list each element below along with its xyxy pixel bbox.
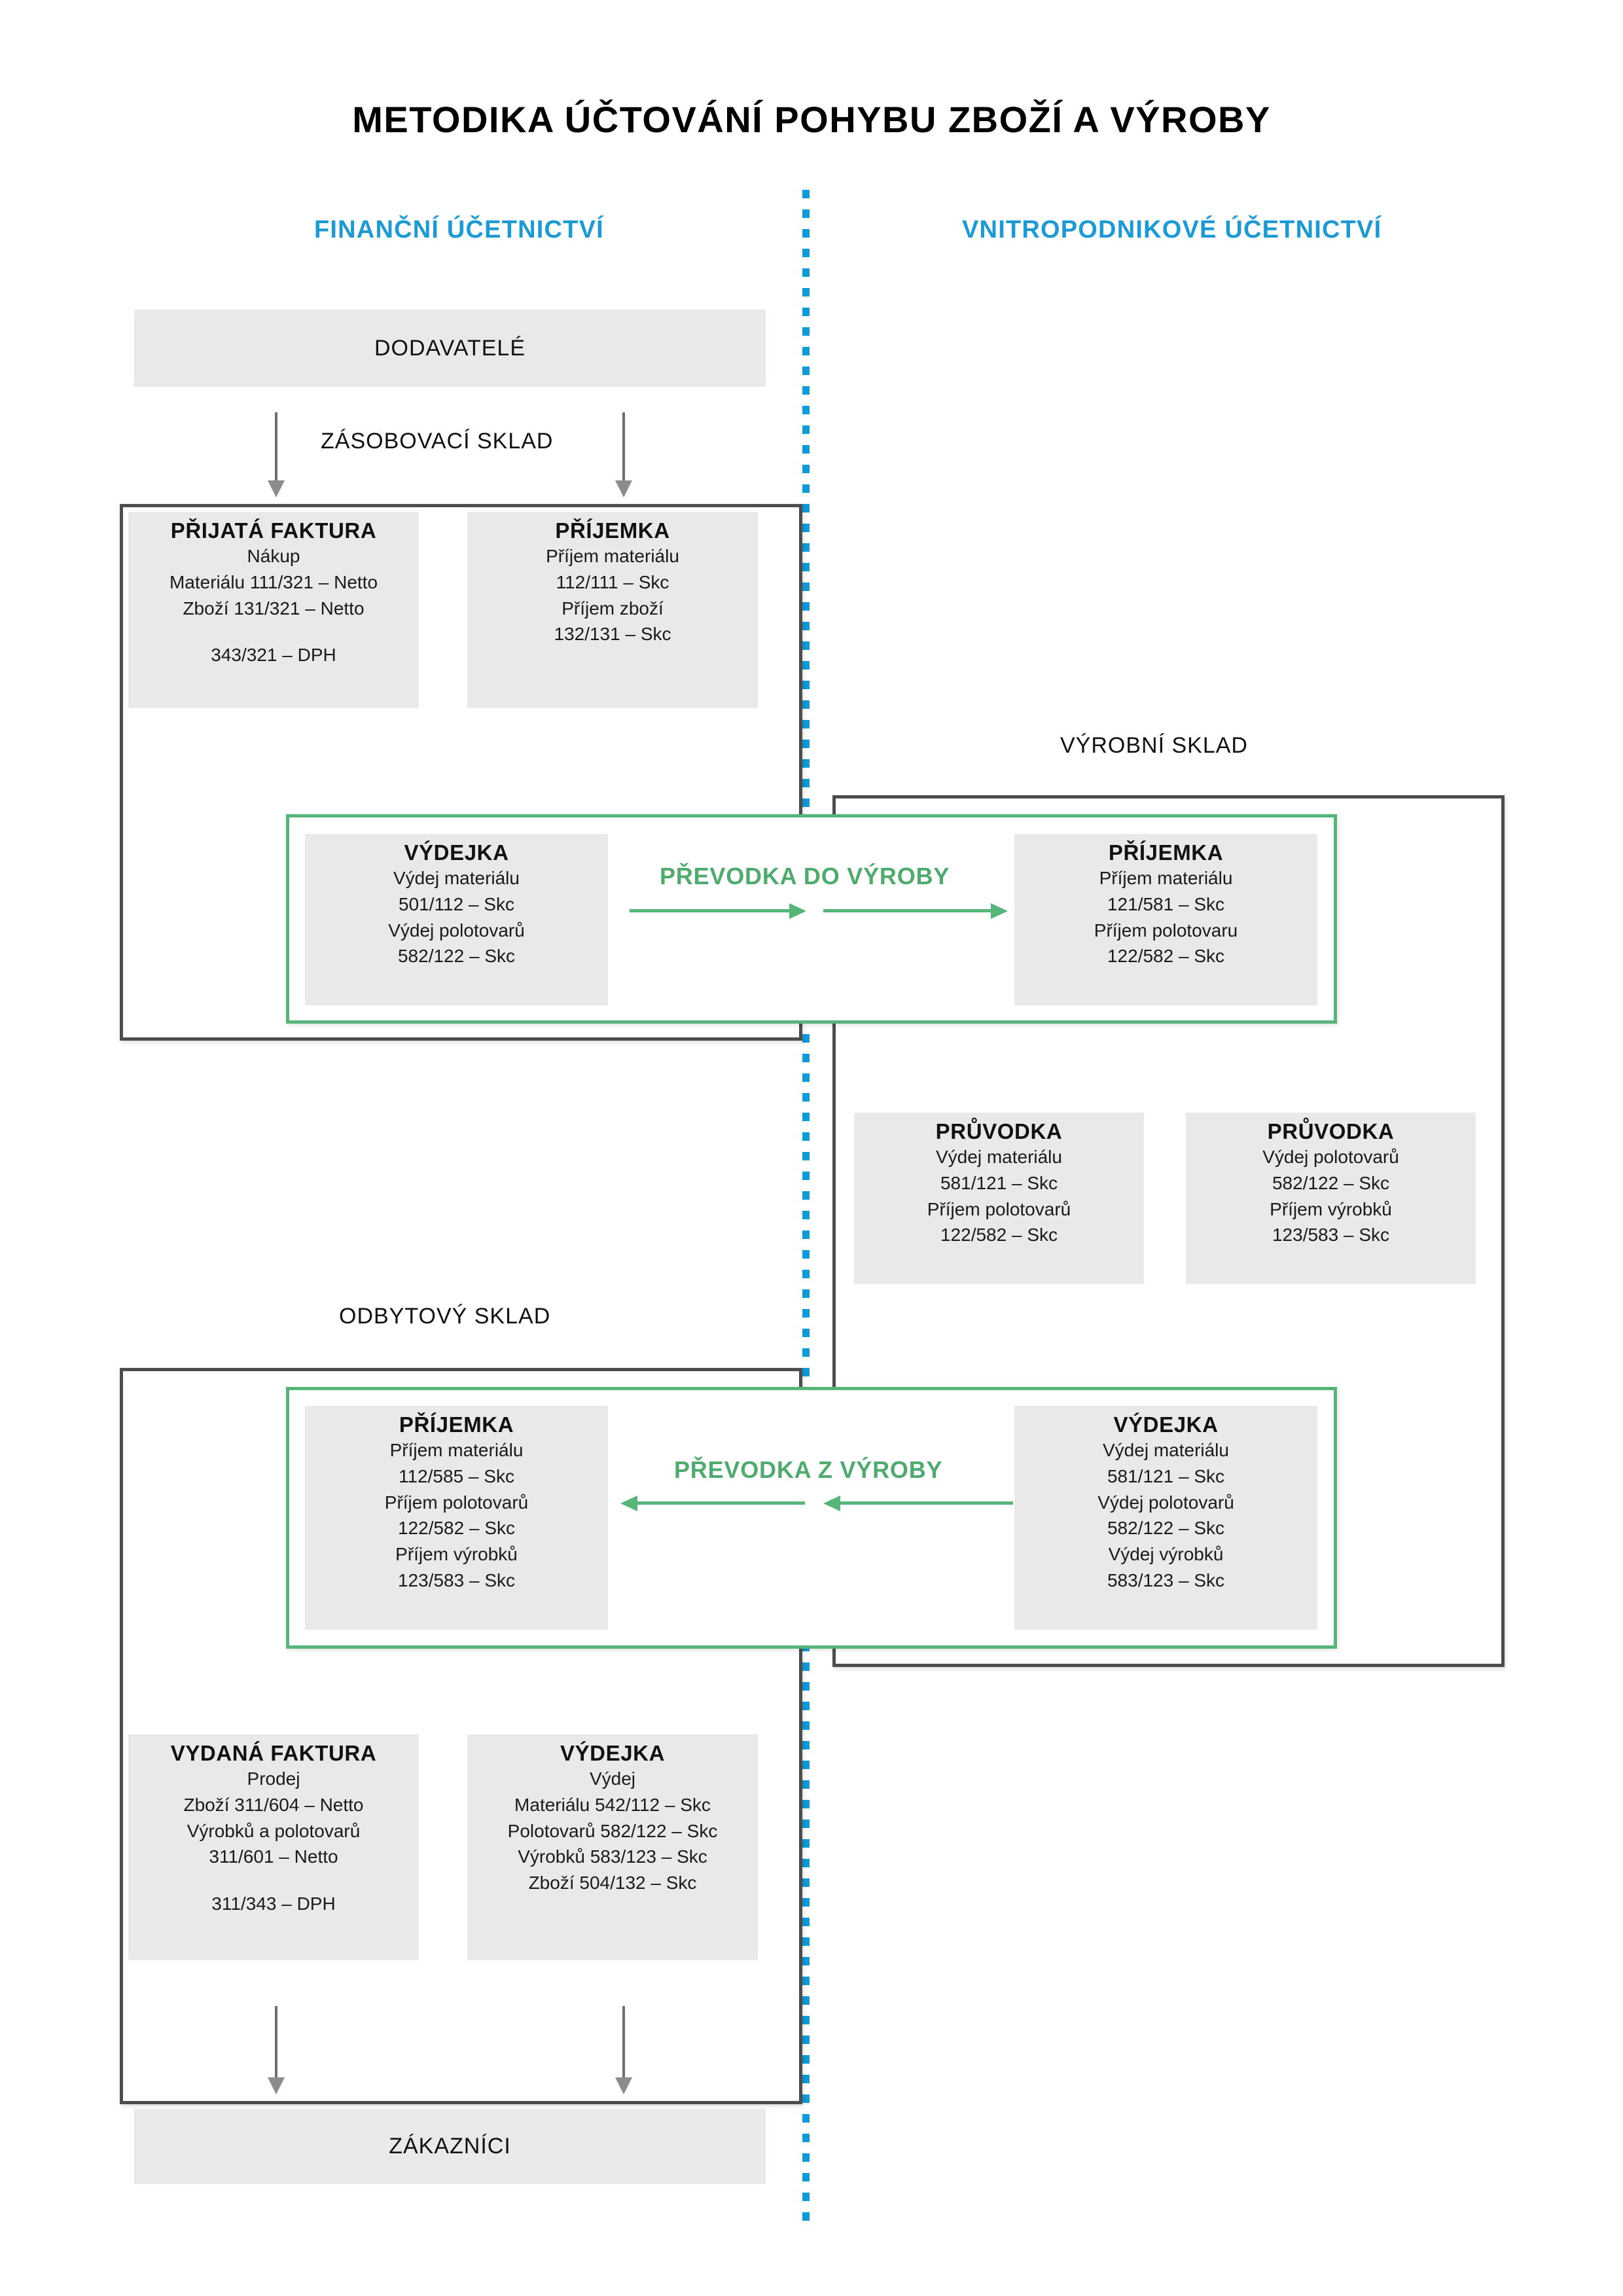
card-line: Příjem výrobků	[395, 1544, 518, 1564]
card-line: Příjem polotovarů	[384, 1492, 529, 1513]
page-title: METODIKA ÚČTOVÁNÍ POHYBU ZBOŽÍ A VÝROBY	[352, 99, 1271, 140]
card-body: Výdej Materiálu 542/112 – Skc Polotovarů…	[467, 1766, 758, 1896]
arrow-invoice-to-customers	[268, 2006, 285, 2094]
card-line: 112/111 – Skc	[556, 571, 669, 592]
card-line: Výdej materiálu	[1103, 1440, 1229, 1460]
card-vydana-faktura: VYDANÁ FAKTURA Prodej Zboží 311/604 – Ne…	[128, 1734, 419, 1960]
suppliers-bar: DODAVATELÉ	[134, 310, 766, 387]
caption-transfer-to-production: PŘEVODKA DO VÝROBY	[660, 863, 950, 889]
card-line: 501/112 – Skc	[399, 893, 514, 914]
card-line: Zboží 311/604 – Netto	[183, 1794, 364, 1815]
arrow-transfer-from-production-2	[823, 1496, 1013, 1511]
card-line: 112/585 – Skc	[399, 1465, 514, 1486]
card-line: Výdej polotovarů	[388, 920, 525, 941]
card-line: 121/581 – Skc	[1107, 893, 1225, 914]
customers-bar: ZÁKAZNÍCI	[134, 2109, 766, 2184]
label-production-warehouse: VÝROBNÍ SKLAD	[1060, 733, 1248, 758]
label-sales-warehouse: ODBYTOVÝ SKLAD	[339, 1304, 551, 1329]
card-line: 123/583 – Skc	[397, 1570, 516, 1590]
card-line: Zboží 504/132 – Skc	[528, 1873, 697, 1893]
card-prijata-faktura: PŘIJATÁ FAKTURA Nákup Materiálu 111/321 …	[128, 512, 419, 708]
card-line: Prodej	[247, 1768, 300, 1789]
card-line: 582/122 – Skc	[397, 946, 516, 967]
card-line: Výdej polotovarů	[1097, 1492, 1234, 1513]
card-line: Výdej materiálu	[936, 1147, 1062, 1167]
card-line: 581/121 – Skc	[940, 1172, 1058, 1193]
card-title: PŘÍJEMKA	[1108, 840, 1224, 865]
card-line: Výrobků 583/123 – Skc	[518, 1846, 707, 1867]
label-supply-warehouse: ZÁSOBOVACÍ SKLAD	[321, 429, 554, 454]
card-line: 581/121 – Skc	[1107, 1465, 1225, 1486]
card-line: Výdej výrobků	[1108, 1544, 1224, 1564]
card-line: Nákup	[247, 546, 300, 566]
card-line: Zboží 131/321 – Netto	[183, 598, 365, 619]
arrow-transfer-to-production-1	[630, 903, 806, 919]
card-line: Příjem polotovarů	[927, 1198, 1071, 1219]
card-line: Materiálu 542/112 – Skc	[514, 1794, 711, 1815]
card-line: 583/123 – Skc	[1107, 1570, 1225, 1590]
card-body: Příjem materiálu 121/581 – Skc Příjem po…	[1014, 865, 1317, 969]
card-title: PŘÍJEMKA	[555, 518, 670, 543]
card-vydejka-z-vyroby: VÝDEJKA Výdej materiálu 581/121 – Skc Vý…	[1014, 1406, 1317, 1630]
card-body: Výdej materiálu 581/121 – Skc Výdej polo…	[1014, 1437, 1317, 1594]
card-body: Příjem materiálu 112/585 – Skc Příjem po…	[305, 1437, 608, 1594]
card-body: Výdej materiálu 581/121 – Skc Příjem pol…	[854, 1144, 1144, 1248]
card-title: VYDANÁ FAKTURA	[170, 1741, 377, 1765]
column-heading-internal: VNITROPODNIKOVÉ ÚČETNICTVÍ	[962, 216, 1382, 243]
arrow-suppliers-to-invoice	[268, 412, 285, 497]
card-body: Příjem materiálu 112/111 – Skc Příjem zb…	[467, 543, 758, 647]
card-title: VÝDEJKA	[404, 840, 509, 865]
card-title: VÝDEJKA	[560, 1741, 666, 1765]
card-line: 582/122 – Skc	[1272, 1172, 1390, 1193]
card-line: Příjem výrobků	[1270, 1198, 1392, 1219]
card-body: Nákup Materiálu 111/321 – Netto Zboží 13…	[128, 543, 419, 668]
card-title: PŘÍJEMKA	[399, 1412, 514, 1437]
card-vydejka-prodej: VÝDEJKA Výdej Materiálu 542/112 – Skc Po…	[467, 1734, 758, 1960]
card-line: 122/582 – Skc	[940, 1225, 1058, 1246]
card-prijemka-zasobovaci: PŘÍJEMKA Příjem materiálu 112/111 – Skc …	[467, 512, 758, 708]
card-line: Materiálu 111/321 – Netto	[169, 571, 378, 592]
card-line: Příjem materiálu	[1099, 868, 1233, 888]
card-line: Výdej polotovarů	[1262, 1147, 1399, 1167]
card-line: 122/582 – Skc	[1107, 946, 1225, 967]
card-line: 582/122 – Skc	[1107, 1518, 1225, 1539]
arrow-issue-to-customers	[615, 2006, 632, 2094]
card-title: PŘIJATÁ FAKTURA	[170, 518, 377, 543]
card-prijemka-do-vyroby: PŘÍJEMKA Příjem materiálu 121/581 – Skc …	[1014, 834, 1317, 1005]
caption-transfer-from-production: PŘEVODKA Z VÝROBY	[674, 1456, 943, 1483]
card-line: 311/601 – Netto	[209, 1846, 338, 1867]
card-pruvodka-polotovary: PRŮVODKA Výdej polotovarů 582/122 – Skc …	[1186, 1113, 1476, 1284]
card-title: PRŮVODKA	[1267, 1119, 1395, 1143]
card-line: Výdej	[589, 1768, 636, 1789]
card-title: PRŮVODKA	[935, 1119, 1063, 1143]
card-line: 122/582 – Skc	[397, 1518, 516, 1539]
card-line: Příjem zboží	[562, 598, 664, 619]
card-body: Prodej Zboží 311/604 – Netto Výrobků a p…	[128, 1766, 419, 1917]
card-line: Příjem polotovaru	[1094, 920, 1238, 941]
card-line: 343/321 – DPH	[211, 645, 336, 666]
card-line: 311/343 – DPH	[211, 1893, 336, 1914]
column-heading-financial: FINANČNÍ ÚČETNICTVÍ	[314, 216, 604, 243]
card-vydejka-do-vyroby: VÝDEJKA Výdej materiálu 501/112 – Skc Vý…	[305, 834, 608, 1005]
card-pruvodka-material: PRŮVODKA Výdej materiálu 581/121 – Skc P…	[854, 1113, 1144, 1284]
arrow-suppliers-to-receipt	[615, 412, 632, 497]
card-line: Výdej materiálu	[393, 868, 520, 888]
arrow-transfer-to-production-2	[823, 903, 1008, 919]
card-line: Výrobků a polotovarů	[187, 1820, 361, 1841]
vertical-dotted-divider	[802, 190, 810, 2225]
card-title: VÝDEJKA	[1113, 1412, 1219, 1437]
card-prijemka-odbytovy: PŘÍJEMKA Příjem materiálu 112/585 – Skc …	[305, 1406, 608, 1630]
card-body: Výdej polotovarů 582/122 – Skc Příjem vý…	[1186, 1144, 1476, 1248]
arrow-transfer-from-production-1	[620, 1496, 805, 1511]
card-line: Příjem materiálu	[546, 546, 679, 566]
card-line: 132/131 – Skc	[554, 624, 671, 645]
card-line: 123/583 – Skc	[1272, 1225, 1390, 1246]
card-body: Výdej materiálu 501/112 – Skc Výdej polo…	[305, 865, 608, 969]
card-line: Polotovarů 582/122 – Skc	[507, 1820, 718, 1841]
card-line: Příjem materiálu	[389, 1440, 524, 1460]
